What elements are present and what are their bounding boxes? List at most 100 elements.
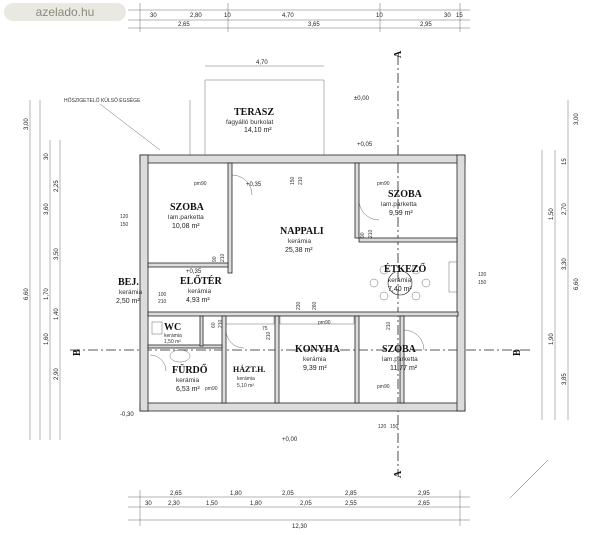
- watermark-badge: azelado.hu: [4, 3, 126, 21]
- fixtures: [149, 174, 549, 499]
- level-mark: +0,05: [357, 142, 373, 148]
- room-name: KONYHA: [295, 344, 341, 355]
- left-dimensions: 3,00 6,60 30 2,25 3,60 3,50 1,70 1,40 1,…: [24, 100, 61, 440]
- room-floor: kerámia: [188, 288, 212, 295]
- dim-top-7: 15: [456, 13, 463, 19]
- opening-label: pm90: [205, 386, 218, 392]
- opening-label: 120: [120, 214, 129, 220]
- dim-top-r2-2: 3,65: [308, 22, 320, 28]
- opening-label: 210: [298, 176, 304, 185]
- dim-bottom-r2-12: 2,65: [418, 501, 430, 507]
- level-mark: +0,35: [246, 182, 262, 188]
- dim-bottom-2: 1,80: [230, 491, 242, 497]
- dim-bottom-3: 2,05: [282, 491, 294, 497]
- opening-label: 210: [386, 321, 392, 330]
- dim-top-r2-1: 2,65: [178, 22, 190, 28]
- dim-bottom-1: 2,65: [170, 491, 182, 497]
- room-name: SZOBA: [382, 344, 417, 355]
- dim-right-6: 3,30: [562, 258, 568, 270]
- opening-label: 210: [220, 253, 226, 262]
- dim-top-6: 30: [444, 13, 451, 19]
- dim-right-10: 3,85: [562, 373, 568, 385]
- dim-left-10: 1,60: [44, 333, 50, 345]
- dim-bottom-4: 2,85: [345, 491, 357, 497]
- dim-right-5: 2,70: [562, 203, 568, 215]
- opening-label: 90: [360, 232, 366, 238]
- opening-label: 150: [290, 176, 296, 185]
- room-bathroom: FÜRDŐ kerámia 6,53 m²: [172, 363, 208, 393]
- section-mark-a-top: A: [393, 50, 404, 58]
- room-area: 4,93 m²: [186, 297, 210, 304]
- insulation-note: HŐSZIGETELŐ KÜLSŐ ÉGSÉGE: [64, 97, 141, 104]
- opening-label: 210: [218, 319, 224, 328]
- top-dimensions: 30 2,80 10 4,70 10 30 15 2,65 3,65 2,95 …: [128, 3, 470, 67]
- room-living: NAPPALI kerámia 25,38 m²: [280, 226, 324, 254]
- room-floor: lam.parketta: [382, 356, 418, 363]
- room-name: TERASZ: [234, 107, 274, 118]
- dim-left-7: 3,50: [54, 248, 60, 260]
- room-floor: lam.parketta: [168, 214, 204, 221]
- room-area: 7,40 m²: [388, 286, 412, 293]
- room-name: SZOBA: [388, 189, 423, 200]
- opening-label: pm90: [377, 384, 390, 390]
- room-dining: ÉTKEZŐ kerámia 7,40 m²: [384, 263, 426, 293]
- dim-right-1: 3,00: [574, 113, 580, 125]
- room-floor: kerámia: [176, 377, 200, 384]
- level-marks: +0,35 +0,35 +0,05 ±0,00 +0,00 -0,30: [120, 96, 373, 443]
- room-name: ELŐTÉR: [180, 275, 222, 287]
- room-floor: kerámia: [388, 277, 412, 284]
- dim-top-4: 4,70: [282, 13, 294, 19]
- room-name: ÉTKEZŐ: [384, 263, 426, 275]
- dim-terrace: 4,70: [256, 60, 268, 66]
- opening-label: 210: [266, 331, 272, 340]
- section-mark-b-left: B: [72, 349, 83, 356]
- section-mark-a-bottom: A: [393, 470, 404, 478]
- room-floor: kerámia: [288, 238, 312, 245]
- dim-bottom-r2-10: 2,55: [345, 501, 357, 507]
- dim-left-4: 2,25: [54, 180, 60, 192]
- room-name: SZOBA: [170, 202, 205, 213]
- room-floor: kerámia: [303, 356, 327, 363]
- level-mark: ±0,00: [354, 96, 370, 102]
- opening-label: 90: [212, 256, 218, 262]
- opening-label: 120: [378, 424, 387, 430]
- dim-left-2: 6,60: [24, 288, 30, 300]
- room-name: BEJ.: [118, 277, 139, 288]
- dim-bottom-5: 2,95: [418, 491, 430, 497]
- dim-bottom-r2-8: 2,05: [300, 501, 312, 507]
- dim-right-8: 1,90: [549, 333, 555, 345]
- room-terrace: TERASZ fagyálló burkolat 14,10 m²: [226, 107, 274, 134]
- section-mark-b-right: B: [512, 349, 523, 356]
- dim-right-7: 6,60: [574, 278, 580, 290]
- opening-label: 150: [390, 424, 399, 430]
- room-bedroom-3: SZOBA lam.parketta 11,77 m²: [382, 344, 418, 372]
- room-area: 10,08 m²: [172, 223, 200, 230]
- room-area: 14,10 m²: [244, 127, 272, 134]
- dim-right-2: 15: [562, 158, 568, 165]
- room-hall: ELŐTÉR kerámia 4,93 m²: [180, 275, 222, 304]
- room-name: FÜRDŐ: [172, 363, 208, 376]
- dim-bottom-r2-4: 1,50: [206, 501, 218, 507]
- room-area: 9,39 m²: [303, 365, 327, 372]
- dim-bottom-total: 12,30: [292, 524, 308, 530]
- room-area: 1,50 m²: [164, 339, 181, 345]
- room-floor: kerámia: [237, 376, 255, 382]
- room-floor: lam.parketta: [381, 201, 417, 208]
- dim-top-2: 2,80: [190, 13, 202, 19]
- room-area: 6,53 m²: [176, 386, 200, 393]
- opening-label: 100: [158, 292, 167, 298]
- room-area: 11,77 m²: [390, 365, 418, 372]
- dim-left-3: 30: [44, 153, 50, 160]
- opening-label: 210: [158, 299, 167, 305]
- level-mark: -0,30: [120, 412, 134, 418]
- dim-left-6: 3,60: [44, 203, 50, 215]
- dim-left-1: 3,00: [24, 118, 30, 130]
- room-bedroom-1: SZOBA lam.parketta 10,08 m²: [168, 202, 205, 230]
- room-floor: fagyálló burkolat: [226, 119, 274, 126]
- room-area: 5,10 m²: [237, 383, 254, 389]
- dim-left-9: 1,70: [44, 288, 50, 300]
- opening-label: 210: [368, 229, 374, 238]
- dim-left-13: 2,90: [54, 368, 60, 380]
- dim-top-r2-3: 2,95: [420, 22, 432, 28]
